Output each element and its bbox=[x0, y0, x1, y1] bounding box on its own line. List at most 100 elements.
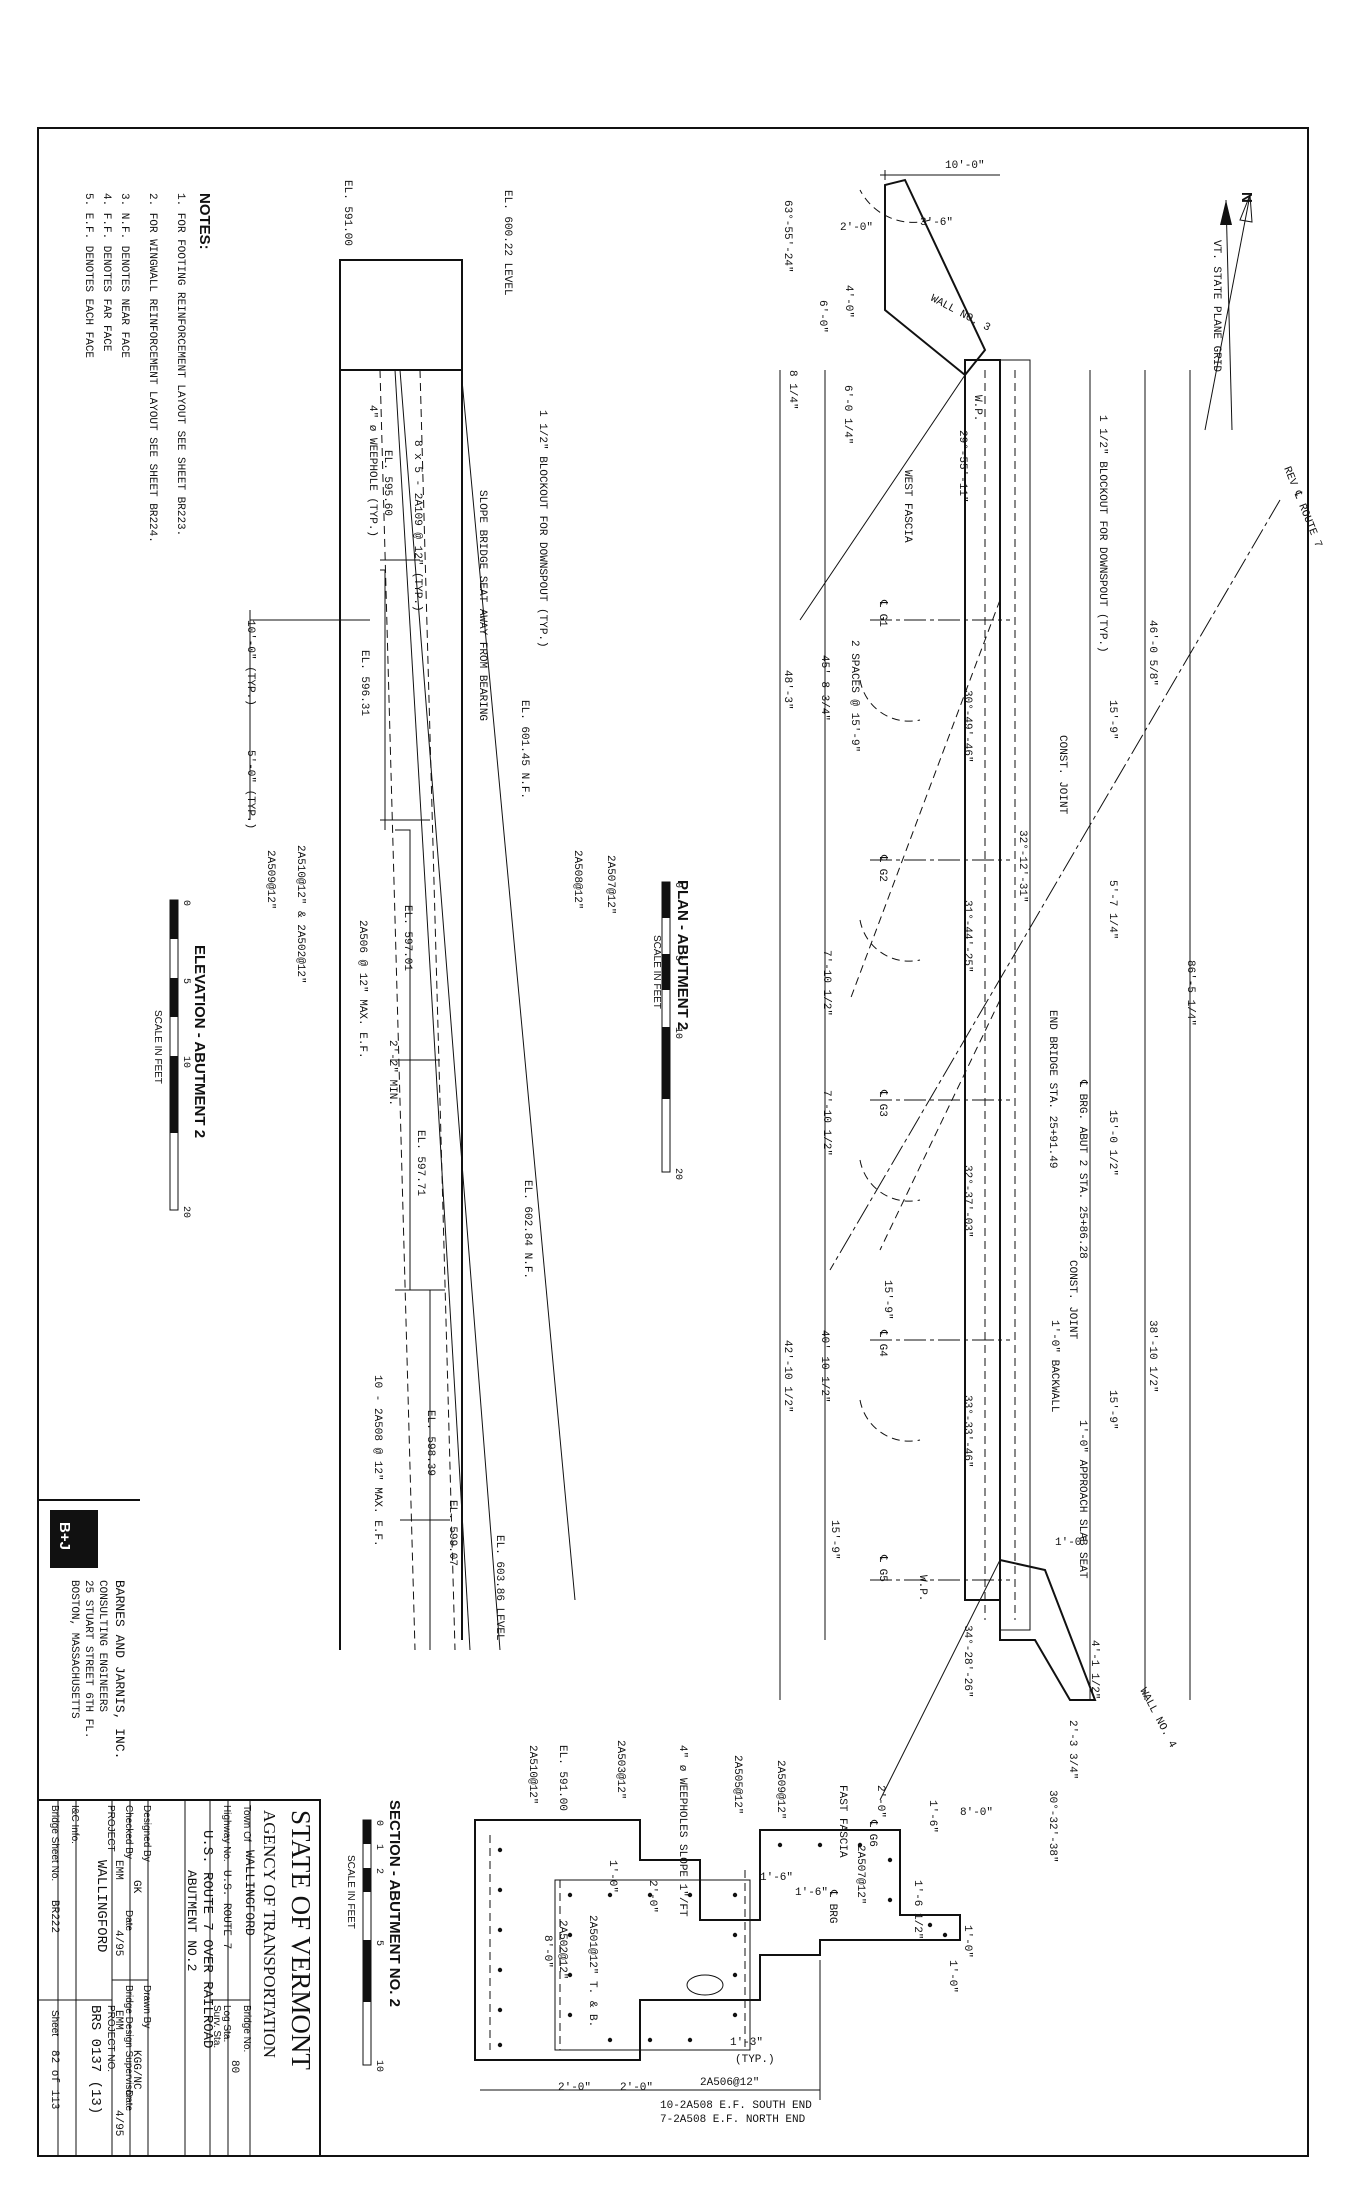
plan-g1: ℄ G1 bbox=[876, 599, 888, 627]
plan-ang-31: 31°-44'-25" bbox=[961, 900, 973, 973]
plan-end-bridge: END BRIDGE STA. 25+91.49 bbox=[1046, 1010, 1058, 1168]
plan-dim-4-0: 4'-0" bbox=[842, 285, 854, 318]
elev-el591: EL. 591.00 bbox=[341, 180, 353, 246]
plan-ang-34: 34°-28'-26" bbox=[961, 1625, 973, 1698]
sec-brg: ℄ BRG bbox=[826, 1889, 838, 1923]
elev-bar-c: 2A510@12" & 2A502@12" bbox=[294, 845, 306, 984]
notes: NOTES: 1. FOR FOOTING REINFORCEMENT LAYO… bbox=[82, 193, 213, 543]
plan-scale-tick-5: 5 bbox=[672, 955, 683, 961]
wall-4-outline bbox=[999, 1558, 1097, 1701]
tb-info-label: I&C Info. bbox=[69, 1805, 80, 1844]
section-title: SECTION - ABUTMENT NO. 2 bbox=[386, 1800, 403, 2007]
plan-fast-fascia: FAST FASCIA bbox=[836, 1785, 848, 1858]
plan-dim-46: 46'-0 5/8" bbox=[1146, 620, 1158, 686]
firm-line4: BOSTON, MASSACHUSETTS bbox=[68, 1580, 80, 1719]
plan-dim-15-9: 15'-9" bbox=[1106, 700, 1118, 740]
tb-supervisor: EMM bbox=[112, 2010, 124, 2030]
tb-sheet: BR222 bbox=[48, 1900, 60, 1933]
elev-el603: EL. 603.86 LEVEL bbox=[493, 1535, 505, 1641]
plan-dim-15-0: 15'-0 1/2" bbox=[1106, 1110, 1118, 1176]
tb-project-no-label: PROJECT NO. bbox=[105, 2005, 116, 2072]
sec-d-1-3: 1'-3" bbox=[730, 2037, 763, 2049]
firm-line3: 25 STUART STREET 6TH FL. bbox=[82, 1580, 94, 1738]
elev-el597a: EL. 597.01 bbox=[401, 905, 413, 971]
plan-dim-3-6: 3'-6" bbox=[920, 217, 953, 229]
plan-ang-32a: 32°-12'-31" bbox=[1016, 830, 1028, 903]
elev-el596: EL. 596.31 bbox=[358, 650, 370, 716]
elev-el602: EL. 602.84 N.F. bbox=[521, 1180, 533, 1279]
sec-b509: 2A509@12" bbox=[774, 1760, 786, 1819]
elev-el601: EL. 601.45 N.F. bbox=[518, 700, 530, 799]
plan-dim-5-7: 5'-7 1/4" bbox=[1106, 880, 1118, 939]
sec-b510: 2A510@12" bbox=[526, 1745, 538, 1804]
plan-backwall: 1'-0" BACKWALL bbox=[1048, 1320, 1060, 1412]
plan-scale-label: SCALE IN FEET bbox=[651, 935, 662, 1009]
sec-b506: 2A506@12" bbox=[700, 2077, 759, 2089]
sec-typ: (TYP.) bbox=[735, 2054, 775, 2066]
tb-bridge-label: Bridge No. bbox=[241, 2005, 252, 2052]
plan-ang-63: 63°-55'-24" bbox=[781, 200, 793, 273]
elevation-scale-bar: 0 5 10 20 bbox=[169, 899, 191, 1218]
plan-dim-15-9-c: 15'-9" bbox=[828, 1520, 840, 1560]
sec-south: 10-2A508 E.F. SOUTH END bbox=[660, 2100, 812, 2112]
sec-d-2-0b: 2'-0" bbox=[558, 2082, 591, 2094]
tb-sheet-label: Bridge Sheet No. bbox=[49, 1805, 60, 1881]
sec-d-1-0b: 1'-0" bbox=[961, 1925, 973, 1958]
elev-bars: 8 x 5 - 2A109 @ 12" (TYP.) bbox=[411, 440, 423, 612]
elev-slope: SLOPE BRIDGE SEAT AWAY FROM BEARING bbox=[476, 490, 488, 721]
grid-label: VT. STATE PLANE GRID bbox=[1210, 240, 1222, 372]
tb-project-label: PROJECT bbox=[105, 1805, 116, 1852]
elevation-scale-label: SCALE IN FEET bbox=[152, 1010, 163, 1084]
tb-date-1: 4/95 bbox=[112, 1930, 124, 1956]
plan-dim-8-0: 8'-0" bbox=[960, 1807, 993, 1819]
sec-scale-tick-5: 5 bbox=[373, 1940, 384, 1946]
tb-surv-sta: Surv. Sta. bbox=[211, 2005, 222, 2048]
plan-dim-1-6: 1'-6" bbox=[926, 1800, 938, 1833]
plan-ang-33: 33°-33'-46" bbox=[961, 1395, 973, 1468]
elev-bar-a: 2A507@12" bbox=[604, 855, 616, 914]
plan-dim-48: 48'-3" bbox=[781, 670, 793, 710]
sec-d-1-6-1-2: 1'-6 1/2" bbox=[911, 1880, 923, 1939]
tb-highway: U.S. ROUTE 7 bbox=[220, 1870, 232, 1949]
tb-date-2-label: Date bbox=[123, 2090, 134, 2112]
elev-bar-b: 2A508@12" bbox=[571, 850, 583, 909]
plan-dim-15-9c: 15'-9" bbox=[1106, 1390, 1118, 1430]
plan-dim-6-0: 6'-0" bbox=[816, 300, 828, 333]
tb-desc-1: U.S. ROUTE 7 OVER RAILROAD bbox=[199, 1830, 215, 2048]
plan-g2: ℄ G2 bbox=[876, 854, 888, 882]
elev-el599: EL. 599.07 bbox=[446, 1500, 458, 1566]
sec-d-8-0: 8'-0" bbox=[541, 1935, 553, 1968]
sec-b505: 2A505@12" bbox=[731, 1755, 743, 1814]
tb-drawn: KGG/NC bbox=[130, 2050, 142, 2090]
elev-el597b: EL. 597.71 bbox=[414, 1130, 426, 1196]
elev-el595: EL. 595.60 bbox=[381, 450, 393, 516]
firm-line2: CONSULTING ENGINEERS bbox=[96, 1580, 108, 1712]
plan-wp2: W.P. bbox=[916, 1575, 928, 1601]
plan-scale-tick-20: 20 bbox=[672, 1168, 683, 1180]
wall-3-outline bbox=[884, 178, 987, 377]
plan-dim-86: 86'-5 1/4" bbox=[1184, 960, 1196, 1026]
sec-weep: 4" ø WEEPHOLES SLOPE 1"/FT bbox=[676, 1745, 688, 1917]
tb-town: WALLINGFORD bbox=[242, 1850, 257, 1936]
plan-approach: 1'-0" APPROACH SLAB SEAT bbox=[1076, 1420, 1088, 1579]
firm-logo bbox=[50, 1510, 98, 1568]
plan-const-joint: CONST. JOINT bbox=[1056, 735, 1068, 815]
plan-blockout: 1 1/2" BLOCKOUT FOR DOWNSPOUT (TYP.) bbox=[1096, 415, 1108, 653]
plan-ang-29: 29°-55'-11" bbox=[956, 430, 968, 503]
tb-project-no: BRS 0137 (13) bbox=[87, 2005, 103, 2114]
plan-dim-45: 45'-8 3/4" bbox=[818, 655, 830, 721]
elev-bar-e: 2A506 @ 12" MAX. E.F. bbox=[356, 920, 368, 1059]
elev-bar-f: 10 - 2A508 @ 12" MAX. E.F. bbox=[371, 1375, 383, 1547]
section-scale-label: SCALE IN FEET bbox=[345, 1855, 356, 1929]
sec-el591: EL. 591.00 bbox=[556, 1745, 568, 1811]
elev-blockout: 1 1/2" BLOCKOUT FOR DOWNSPOUT (TYP.) bbox=[536, 410, 548, 648]
plan-dim-2-3: 2'-3 3/4" bbox=[1066, 1720, 1078, 1779]
section-scale-bar: 0 1 2 5 10 bbox=[362, 1819, 384, 2072]
sec-d-1-6a: 1'-6" bbox=[760, 1872, 793, 1884]
elev-scale-tick-5: 5 bbox=[180, 978, 191, 984]
sec-d-1-0: 1'-0" bbox=[606, 1860, 618, 1893]
elevation-title: ELEVATION - ABUTMENT 2 bbox=[191, 945, 208, 1138]
elev-el600: EL. 600.22 LEVEL bbox=[501, 190, 513, 296]
sec-b507: 2A507@12" bbox=[854, 1845, 866, 1904]
